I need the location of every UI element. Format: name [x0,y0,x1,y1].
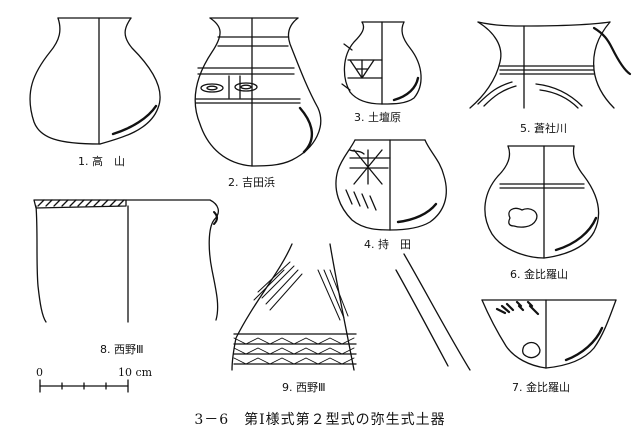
profile-fragment-lines [396,254,470,370]
figure-caption: 3－6 第Ⅰ様式第２型式の弥生式土器 [194,412,446,428]
vessel-2-yoshidahama [195,18,321,166]
label-vessel-1: 1. 高 山 [78,155,125,168]
label-vessel-6: 6. 金比羅山 [510,268,568,281]
label-vessel-2: 2. 吉田浜 [228,176,275,189]
scale-bar [40,380,128,392]
vessel-4-mochida [336,140,446,230]
scale-start-label: 0 [36,366,43,379]
vessel-1-takayama [30,18,160,144]
label-vessel-3: 3. 土壇原 [354,111,401,124]
vessel-9-nishino-iii [232,244,356,370]
vessel-5-sojagawa [470,22,630,108]
vessel-8-nishino-iii [34,200,218,322]
label-vessel-7: 7. 金比羅山 [512,381,570,394]
label-vessel-9: 9. 西野Ⅲ [282,381,326,394]
label-vessel-4: 4. 持 田 [364,238,411,251]
label-vessel-8: 8. 西野Ⅲ [100,343,144,356]
vessel-6-konpirayama [485,146,599,258]
vessel-7-konpirayama [482,300,616,368]
scale-end-label: 10 cm [118,366,153,379]
vessel-3-dodanbara [342,22,421,104]
label-vessel-5: 5. 蒼社川 [520,122,567,135]
